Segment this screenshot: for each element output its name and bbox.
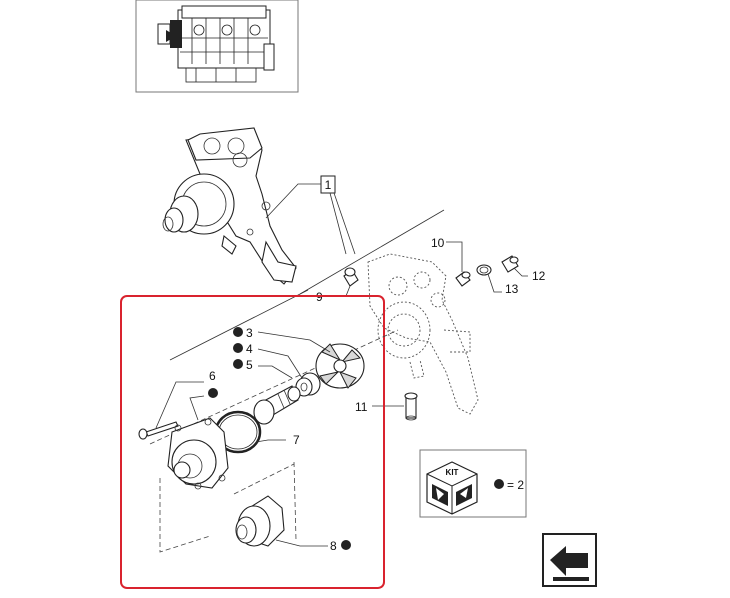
water-pump-assembly-illustration bbox=[162, 127, 297, 285]
kit-dot-icon bbox=[494, 479, 504, 489]
back-navigation-button[interactable] bbox=[542, 533, 597, 587]
callout-3-label: 3 bbox=[246, 326, 253, 340]
callout-8[interactable]: 8 bbox=[330, 539, 351, 553]
kit-dot-icon bbox=[233, 359, 243, 369]
kit-box-icon: KIT bbox=[426, 461, 478, 515]
callout-5-label: 5 bbox=[246, 358, 253, 372]
kit-dot-icon bbox=[233, 327, 243, 337]
callout-1[interactable]: 1 bbox=[320, 175, 336, 194]
callout-7[interactable]: 7 bbox=[293, 433, 300, 447]
kit-dot-icon bbox=[233, 343, 243, 353]
callout-13[interactable]: 13 bbox=[505, 282, 519, 296]
bolt-part-6 bbox=[138, 421, 179, 440]
pulley-part-8 bbox=[235, 495, 285, 547]
callout-8-label: 8 bbox=[330, 539, 337, 553]
bearing-shaft-part-5 bbox=[253, 385, 301, 425]
arrow-back-icon bbox=[550, 546, 589, 581]
callout-12[interactable]: 12 bbox=[532, 269, 546, 283]
kit-dot-icon bbox=[341, 540, 351, 550]
callout-6[interactable]: 6 bbox=[208, 369, 218, 398]
highlight-frame bbox=[120, 295, 385, 589]
callout-1-label: 1 bbox=[325, 178, 332, 192]
engine-thumbnail[interactable] bbox=[135, 0, 299, 93]
callout-10[interactable]: 10 bbox=[431, 236, 445, 250]
engine-housing-outline bbox=[367, 253, 479, 415]
engine-thumbnail-icon bbox=[157, 5, 275, 83]
clip-part-13 bbox=[476, 264, 492, 276]
pump-cover-body bbox=[167, 417, 229, 490]
callout-5[interactable]: 5 bbox=[233, 358, 253, 372]
stud-part-9 bbox=[343, 267, 359, 287]
callout-6-label: 6 bbox=[209, 369, 216, 383]
callout-4-label: 4 bbox=[246, 342, 253, 356]
sleeve-part-11 bbox=[404, 392, 418, 421]
kit-legend-equals: = 2 bbox=[507, 478, 524, 492]
callout-3[interactable]: 3 bbox=[233, 326, 253, 340]
kit-dot-icon bbox=[208, 388, 218, 398]
callout-4[interactable]: 4 bbox=[233, 342, 253, 356]
kit-badge-text: KIT bbox=[446, 468, 459, 477]
callout-11[interactable]: 11 bbox=[355, 400, 368, 414]
impeller-part-3 bbox=[315, 343, 365, 389]
stud-part-10 bbox=[455, 271, 471, 287]
kit-legend: KIT = 2 bbox=[419, 449, 527, 518]
